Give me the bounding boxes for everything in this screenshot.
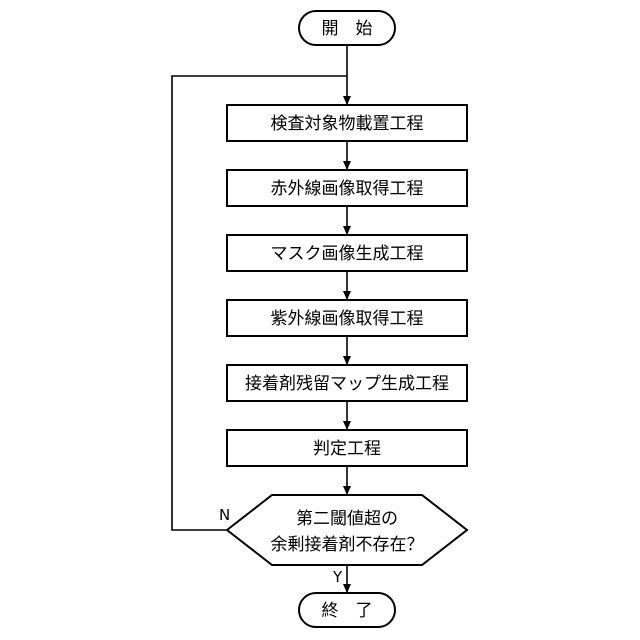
process-step-4: 紫外線画像取得工程 [227, 300, 467, 336]
process-step-2: 赤外線画像取得工程 [227, 170, 467, 206]
start-terminal: 開 始 [299, 11, 395, 45]
process-step-1: 検査対象物載置工程 [227, 105, 467, 141]
end-terminal: 終 了 [299, 593, 395, 627]
process-step-3: マスク画像生成工程 [227, 235, 467, 271]
decision-label-line2: 余剰接着剤不存在？ [271, 535, 424, 555]
decision-node: 第二閾値超の 余剰接着剤不存在？ [227, 495, 467, 565]
process-step-label: 検査対象物載置工程 [271, 114, 424, 134]
process-step-label: 接着剤残留マップ生成工程 [245, 374, 449, 394]
process-step-5: 接着剤残留マップ生成工程 [227, 365, 467, 401]
process-step-label: 判定工程 [313, 439, 381, 459]
end-label: 終 了 [322, 601, 373, 621]
branch-label-yes: Y [332, 568, 343, 586]
branch-label-no: N [219, 506, 230, 524]
process-step-6: 判定工程 [227, 430, 467, 466]
process-step-label: マスク画像生成工程 [271, 244, 424, 264]
process-step-label: 紫外線画像取得工程 [271, 309, 424, 329]
start-label: 開 始 [322, 19, 373, 39]
process-step-label: 赤外線画像取得工程 [271, 179, 424, 199]
decision-label-line1: 第二閾値超の [296, 509, 398, 529]
